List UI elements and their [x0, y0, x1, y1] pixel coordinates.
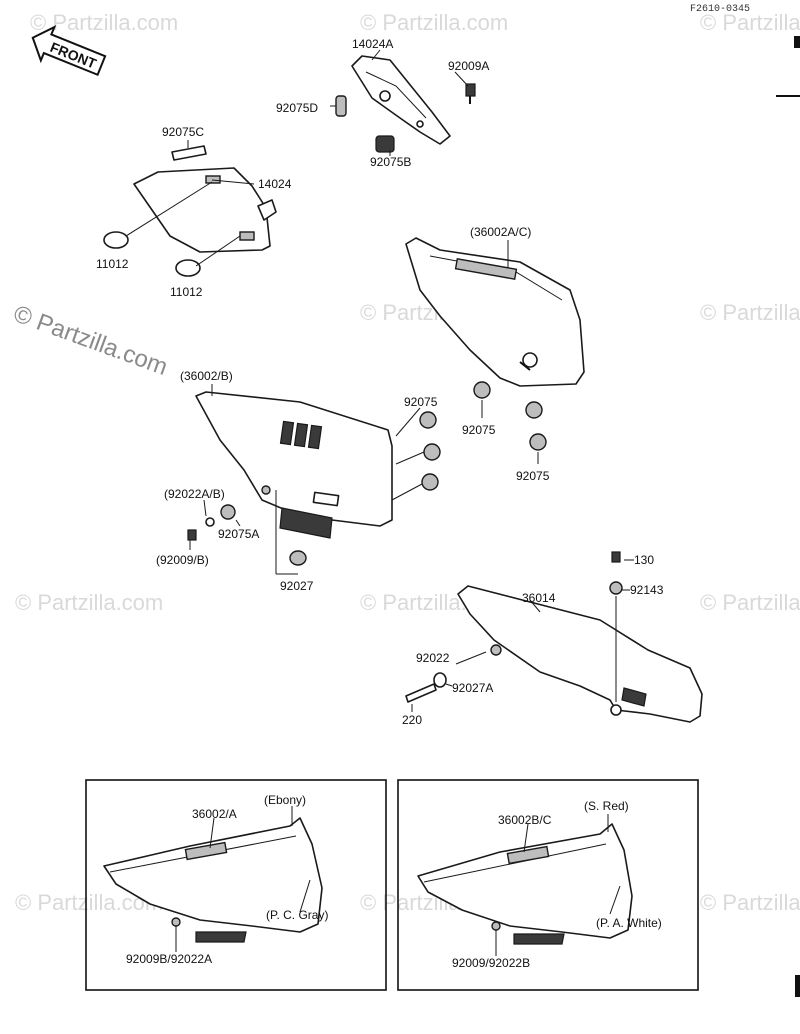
- grommet-92075: [525, 401, 543, 419]
- callout-92075B: 92075B: [370, 155, 411, 169]
- callout-14024: 14024: [258, 177, 292, 191]
- collar-92022: [490, 644, 502, 656]
- callout-92075: 92075: [462, 423, 496, 437]
- callout-92009A: 92009A: [448, 59, 489, 73]
- reflector-11012: [103, 231, 129, 249]
- grommet-92075A: [220, 504, 236, 520]
- side-cover-36002-B: [195, 391, 393, 539]
- side-cover-36002A-C: [405, 237, 585, 387]
- watermark: © Partzilla.com: [30, 10, 178, 35]
- watermark: © Partzilla.com: [700, 890, 800, 915]
- grommet-92075D: [335, 95, 347, 117]
- callout-92027A: 92027A: [452, 681, 493, 695]
- washer-92022: [433, 672, 447, 688]
- chain-cover-36014: [457, 585, 703, 723]
- bracket-14024A: [351, 55, 451, 145]
- box-left-part: 36002/A: [192, 807, 237, 821]
- watermark-main: © Partzilla.com: [10, 300, 171, 381]
- callout-36002A-C: (36002A/C): [470, 225, 531, 239]
- reference-code: F2610-0345: [690, 4, 750, 15]
- grommet-92075: [421, 473, 439, 491]
- callout-36002-B: (36002/B): [180, 369, 233, 383]
- callout-220: 220: [402, 713, 422, 727]
- bolt-220: [405, 683, 437, 703]
- bolt-130: [611, 551, 621, 563]
- callout-11012: 11012: [170, 285, 203, 299]
- watermark: © Partzilla.com: [700, 300, 800, 325]
- variant-box-left: 36002/A (Ebony) (P. C. Gray) 92009B/9202…: [85, 779, 387, 991]
- callout-92022A-B: (92022A/B): [164, 487, 225, 501]
- page-mark: [795, 975, 800, 997]
- reflector-11012: [175, 259, 201, 277]
- collar-92027: [289, 550, 307, 566]
- bolt-92009: [187, 529, 197, 541]
- page-mark: [794, 36, 800, 48]
- callout-92075C: 92075C: [162, 125, 204, 139]
- callout-36014: 36014: [522, 591, 556, 605]
- grommet-92075B: [375, 135, 395, 153]
- grommet-92075: [473, 381, 491, 399]
- watermark: © Partzilla.com: [15, 590, 163, 615]
- callout-92027: 92027: [280, 579, 314, 593]
- callout-11012: 11012: [96, 257, 129, 271]
- watermark: © Partzilla.com: [700, 10, 800, 35]
- grommet-92075: [419, 411, 437, 429]
- bolt-92009A: [465, 83, 476, 104]
- callout-92075: 92075: [516, 469, 550, 483]
- grommet-92075: [423, 443, 441, 461]
- box-left-fasteners: 92009B/92022A: [126, 952, 212, 966]
- callout-130: 130: [634, 553, 654, 567]
- watermark: © Partzilla.com: [700, 590, 800, 615]
- callout-92075A: 92075A: [218, 527, 259, 541]
- callout-92075D: 92075D: [276, 101, 318, 115]
- callout-92022: 92022: [416, 651, 450, 665]
- strip-92075C: [171, 145, 207, 161]
- box-right-color-bottom: (P. A. White): [596, 916, 662, 930]
- box-right-color-top: (S. Red): [584, 799, 629, 813]
- callout-92009-B: (92009/B): [156, 553, 209, 567]
- box-right-fasteners: 92009/92022B: [452, 956, 530, 970]
- watermark: © Partzilla.com: [360, 10, 508, 35]
- box-right-part: 36002B/C: [498, 813, 552, 827]
- leader-lines: [125, 49, 634, 712]
- callout-labels: 14024A 92009A 92075D 92075B 92075C 14024…: [96, 37, 664, 727]
- washer-92022: [205, 517, 215, 527]
- nut-92143: [609, 581, 623, 595]
- callout-92075: 92075: [404, 395, 438, 409]
- callout-14024A: 14024A: [352, 37, 393, 51]
- box-left-color-top: (Ebony): [264, 793, 306, 807]
- grommet-92075: [529, 433, 547, 451]
- box-left-color-bottom: (P. C. Gray): [266, 908, 328, 922]
- cover-14024: [133, 167, 277, 253]
- variant-box-right: 36002B/C (S. Red) (P. A. White) 92009/92…: [397, 779, 699, 991]
- callout-92143: 92143: [630, 583, 664, 597]
